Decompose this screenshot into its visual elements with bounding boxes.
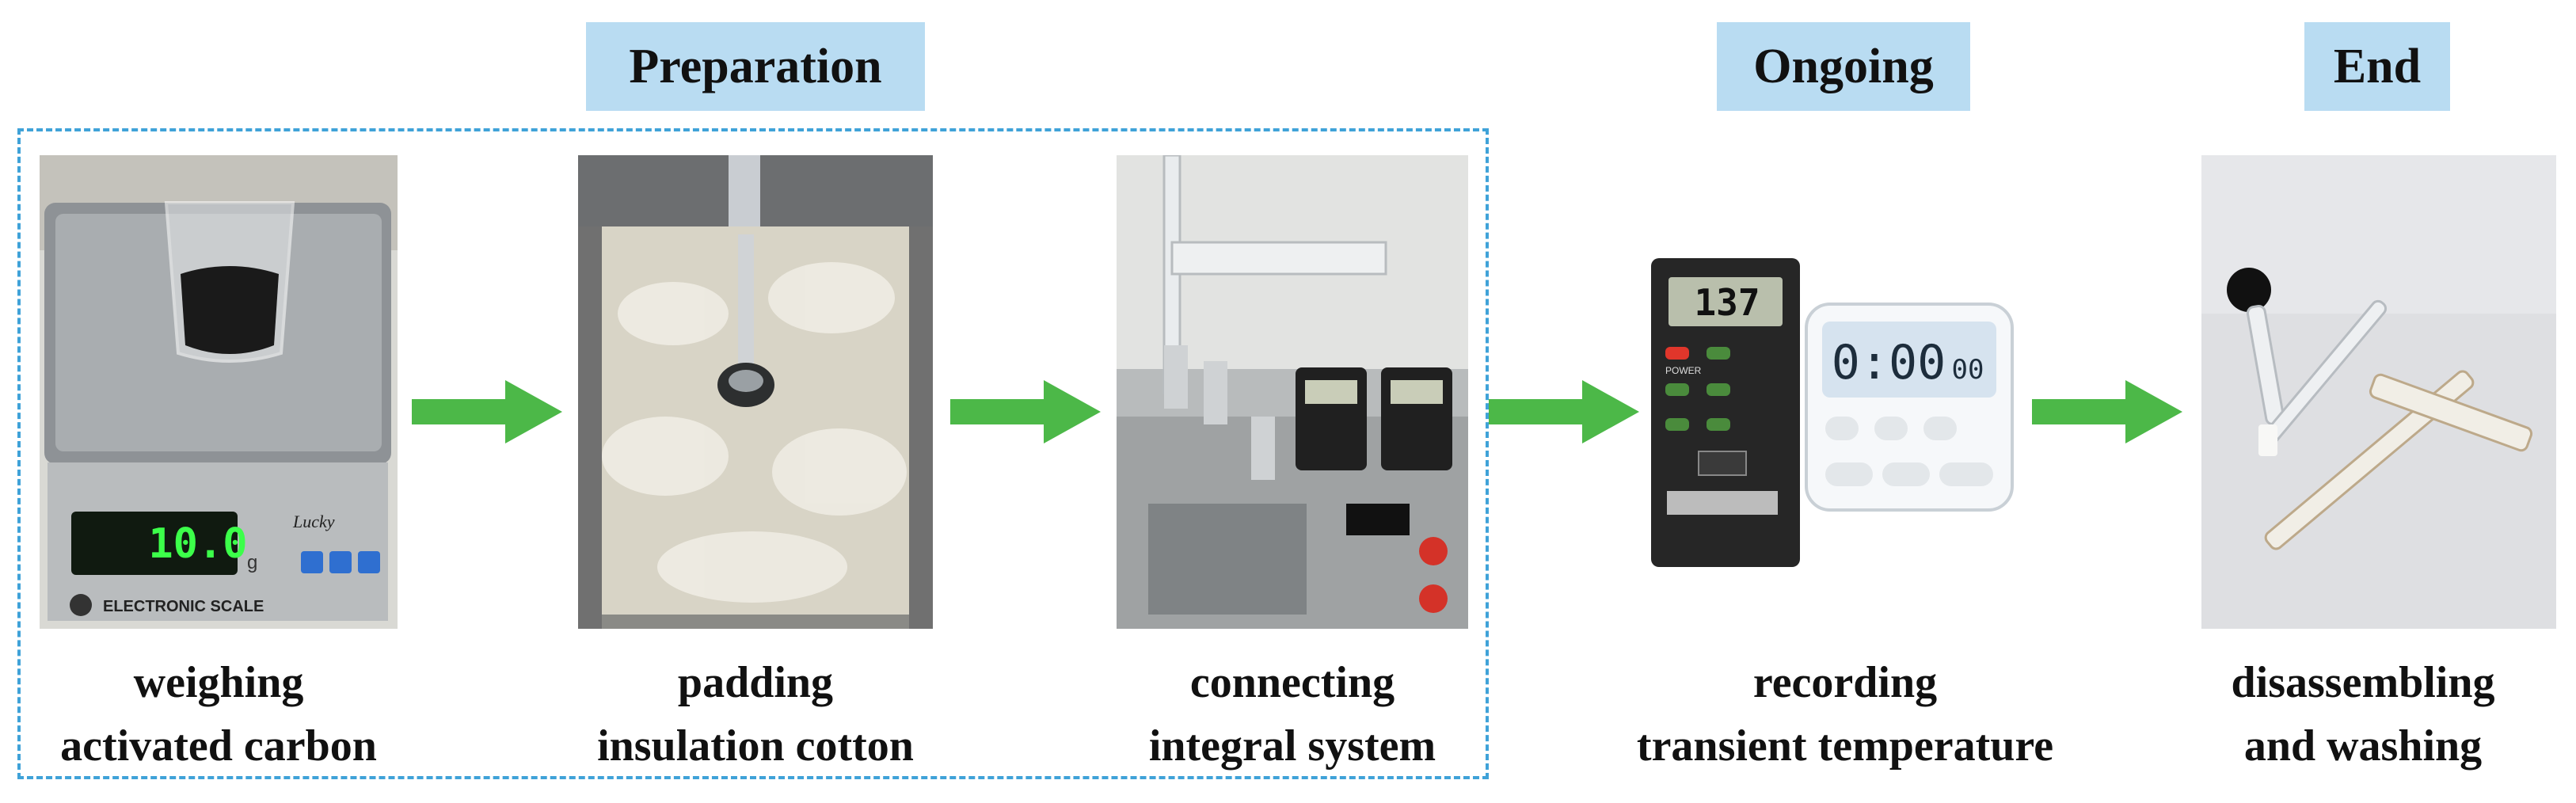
scale-label: ELECTRONIC SCALE	[103, 598, 264, 615]
photo-recording-transient-temperature: 137 POWER 0:00 00	[1651, 253, 2063, 570]
preparation-group-frame	[17, 128, 1489, 779]
photo-weighing-activated-carbon: 10.0 g Lucky ELECTRONIC SCALE	[40, 155, 398, 629]
caption-line: padding	[677, 658, 834, 707]
phase-label-ongoing: Ongoing	[1717, 22, 1970, 111]
caption-line: integral system	[1148, 721, 1436, 771]
caption-disassembling-and-washing: disassembling and washing	[2165, 651, 2561, 778]
thermometer-reading: 137	[1694, 281, 1760, 324]
caption-line: weighing	[133, 658, 304, 707]
arrow-right-icon	[412, 380, 562, 443]
caption-connecting-integral-system: connecting integral system	[1086, 651, 1498, 778]
thermometer-power-label: POWER	[1665, 365, 1702, 376]
arrow-right-icon	[1489, 380, 1639, 443]
arrow-right-icon	[950, 380, 1101, 443]
scale-reading: 10.0	[148, 520, 247, 568]
caption-line: and washing	[2243, 721, 2483, 771]
caption-line: insulation cotton	[597, 721, 914, 771]
caption-weighing-activated-carbon: weighing activated carbon	[13, 651, 424, 778]
caption-line: activated carbon	[60, 721, 377, 771]
scale-brand: Lucky	[292, 512, 335, 531]
caption-line: connecting	[1189, 658, 1395, 707]
caption-line: recording	[1752, 658, 1938, 707]
caption-line: disassembling	[2231, 658, 2495, 707]
photo-padding-insulation-cotton	[578, 155, 933, 629]
phase-label-preparation: Preparation	[586, 22, 925, 111]
phase-label-end: End	[2304, 22, 2450, 111]
caption-line: transient temperature	[1636, 721, 2054, 771]
caption-recording-transient-temperature: recording transient temperature	[1576, 651, 2114, 778]
photo-disassembling-and-washing	[2201, 155, 2556, 629]
timer-subsecond: 00	[1952, 354, 1984, 386]
caption-padding-insulation-cotton: padding insulation cotton	[550, 651, 961, 778]
photo-connecting-integral-system	[1117, 155, 1468, 629]
scale-unit: g	[247, 552, 257, 573]
arrow-right-icon	[2032, 380, 2182, 443]
timer-reading: 0:00	[1832, 335, 1946, 390]
